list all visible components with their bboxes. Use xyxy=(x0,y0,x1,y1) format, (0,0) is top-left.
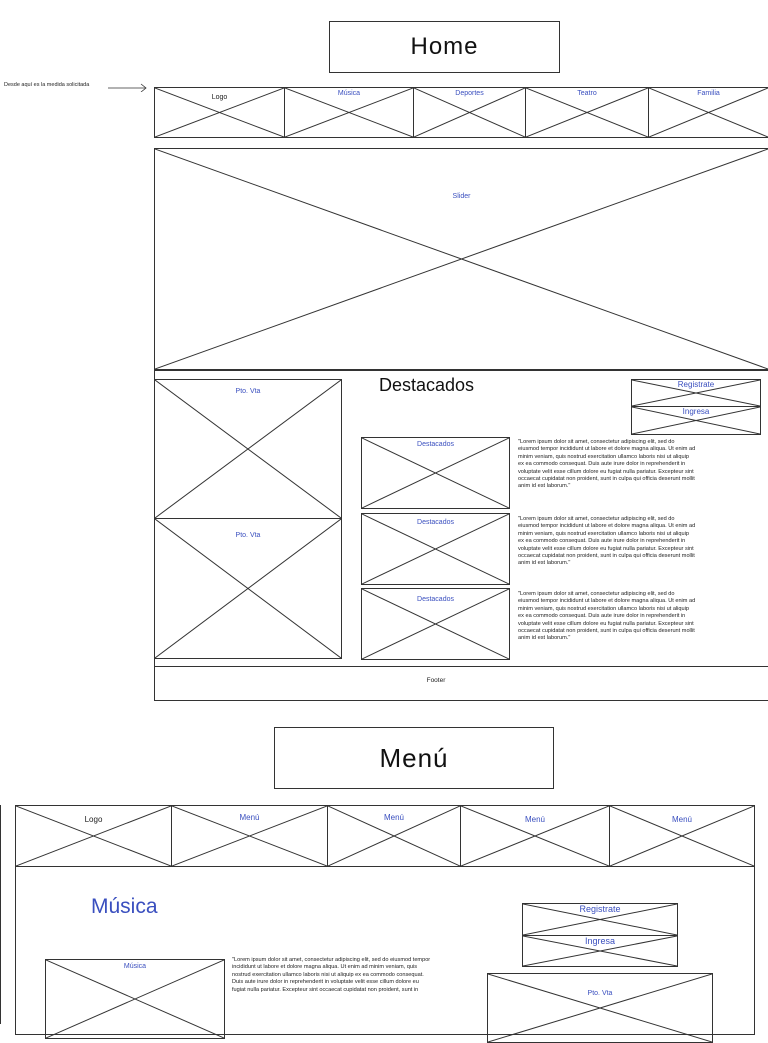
menu-register-button[interactable]: Registrate xyxy=(522,903,678,936)
menu-nav-item-label: Menú xyxy=(383,813,404,822)
home-login-label: Ingresa xyxy=(682,407,710,416)
menu-item-label: Música xyxy=(123,963,147,970)
menu-pos-label: Pto. Vta xyxy=(587,990,613,997)
home-slider-label: Slider xyxy=(452,193,471,200)
home-nav-item-label: Familia xyxy=(697,90,720,97)
home-nav-item-teatro[interactable]: Teatro xyxy=(525,87,649,138)
home-featured-image[interactable]: Destacados xyxy=(361,437,510,509)
measure-annotation: Desde aquí es la medida solicitada xyxy=(4,82,90,88)
menu-register-label: Registrate xyxy=(579,904,621,914)
home-pos-box[interactable]: Pto. Vta xyxy=(154,379,342,519)
menu-nav-item-label: Menú xyxy=(524,815,545,824)
home-nav-logo[interactable]: Logo xyxy=(154,87,285,138)
home-title: Home xyxy=(410,33,479,60)
menu-login-button[interactable]: Ingresa xyxy=(522,935,678,967)
home-pos-box[interactable]: Pto. Vta xyxy=(154,518,342,659)
home-featured-heading: Destacados xyxy=(379,375,475,395)
menu-login-label: Ingresa xyxy=(584,936,616,946)
menu-nav-item[interactable]: Menú xyxy=(460,805,610,867)
menu-title: Menú xyxy=(379,742,449,773)
home-slider[interactable]: Slider xyxy=(154,148,768,370)
home-nav-item-familia[interactable]: Familia xyxy=(648,87,768,138)
home-featured-label: Destacados xyxy=(417,519,454,526)
home-register-label: Registrate xyxy=(677,380,715,389)
home-nav-item-label: Deportes xyxy=(455,90,484,97)
menu-item-text: "Lorem ipsum dolor sit amet, consectetur… xyxy=(232,957,431,993)
home-title-box: Home xyxy=(329,21,560,73)
home-featured-text: "Lorem ipsum dolor sit amet, consectetur… xyxy=(518,591,696,642)
home-nav-item-musica[interactable]: Música xyxy=(284,87,414,138)
menu-nav-logo-label: Logo xyxy=(84,815,103,824)
home-featured-text: "Lorem ipsum dolor sit amet, consectetur… xyxy=(518,516,696,567)
menu-item-image[interactable]: Música xyxy=(45,959,225,1039)
home-featured-label: Destacados xyxy=(417,596,454,603)
menu-title-box: Menú xyxy=(274,727,554,789)
menu-section-heading: Música xyxy=(91,895,158,918)
home-footer-divider xyxy=(154,666,768,667)
menu-nav-item[interactable]: Menú xyxy=(327,805,461,867)
menu-nav-item-label: Menú xyxy=(671,815,692,824)
menu-nav-logo[interactable]: Logo xyxy=(15,805,172,867)
home-nav-item-deportes[interactable]: Deportes xyxy=(413,87,526,138)
home-featured-text: "Lorem ipsum dolor sit amet, consectetur… xyxy=(518,439,696,490)
home-featured-label: Destacados xyxy=(417,441,454,448)
menu-nav-item-label: Menú xyxy=(239,813,260,822)
home-footer-label: Footer xyxy=(426,677,446,684)
menu-nav-item[interactable]: Menú xyxy=(171,805,328,867)
home-nav-item-label: Música xyxy=(337,90,361,97)
home-pos-label: Pto. Vta xyxy=(235,388,261,395)
home-featured-image[interactable]: Destacados xyxy=(361,588,510,660)
annotation-arrow xyxy=(108,83,147,92)
home-featured-image[interactable]: Destacados xyxy=(361,513,510,585)
home-nav-item-label: Teatro xyxy=(577,90,597,97)
home-pos-label: Pto. Vta xyxy=(235,532,261,539)
home-register-button[interactable]: Registrate xyxy=(631,379,761,407)
home-login-button[interactable]: Ingresa xyxy=(631,406,761,435)
menu-nav-item[interactable]: Menú xyxy=(609,805,755,867)
menu-left-edge-line xyxy=(0,805,1,1024)
menu-pos-box[interactable]: Pto. Vta xyxy=(487,973,713,1043)
home-nav-logo-label: Logo xyxy=(211,94,228,101)
